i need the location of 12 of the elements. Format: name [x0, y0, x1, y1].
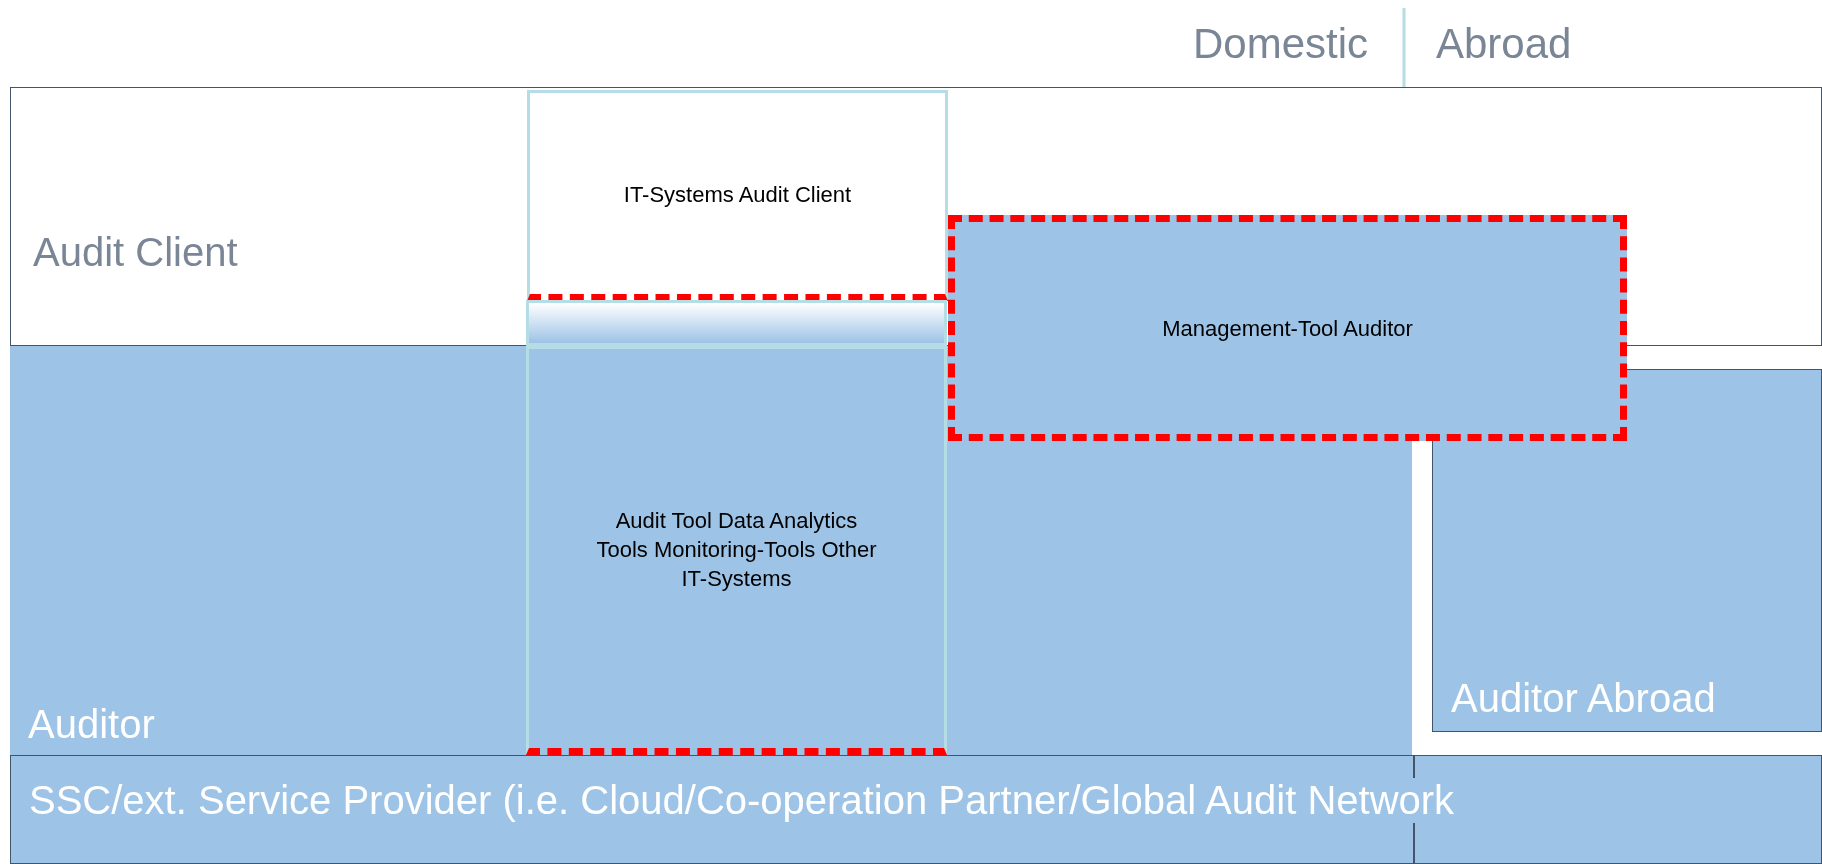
abroad-panel — [1432, 369, 1822, 732]
management-box — [948, 215, 1627, 441]
tools-box — [526, 346, 947, 755]
band-label: SSC/ext. Service Provider (i.e. Cloud/Co-operation Partner/Global Audit Network — [29, 778, 1455, 823]
box-text: IT-Systems Audit Client — [622, 180, 853, 208]
provider-band — [10, 755, 1822, 864]
system-box — [527, 90, 948, 301]
auditor-band — [10, 346, 1412, 755]
column-heading: Abroad — [1436, 20, 1572, 68]
column-heading: Domestic — [1192, 20, 1368, 68]
box-text: Audit Tool Data Analytics Tools Monitoring-Tools Other IT-Systems — [595, 506, 878, 592]
box-text: Management-Tool Auditor — [1161, 314, 1414, 343]
